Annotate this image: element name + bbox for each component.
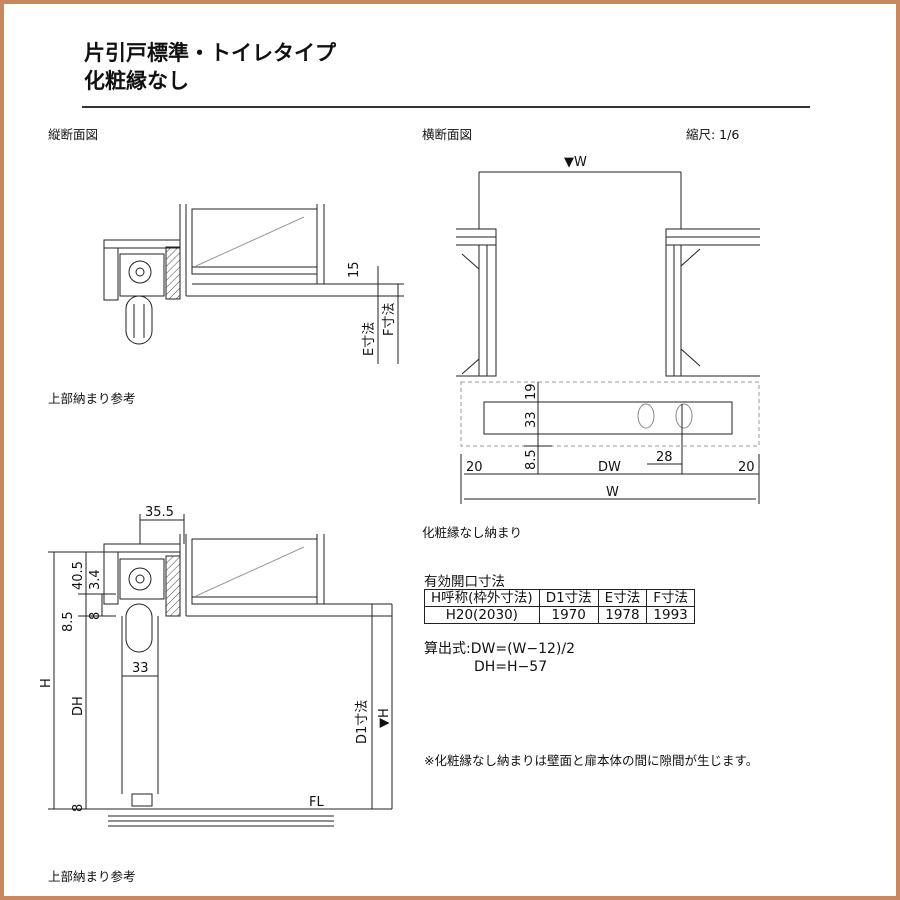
dimension-labels: 15 E寸法 F寸法 ▼W 19 33 8.5 20 DW 28 20 W 35…	[39, 155, 755, 812]
dim-8-5b: 8.5	[61, 611, 76, 632]
vertical-section-label: 縦断面図	[48, 127, 99, 142]
top-detail-label-1: 上部納まり参考	[48, 391, 136, 406]
dim-28: 28	[656, 450, 673, 465]
dim-dw: DW	[598, 460, 621, 475]
spec-header-e: E寸法	[597, 589, 648, 607]
formula-dh: DH=H−57	[474, 659, 548, 675]
dim-20-left: 20	[466, 460, 483, 475]
dim-d1: D1寸法	[355, 700, 370, 744]
vertical-section-top-drawing	[103, 204, 404, 364]
drawing-lines: 15 E寸法 F寸法 ▼W 19 33 8.5 20 DW 28 20 W 35…	[39, 155, 760, 827]
dim-8-5a: 8.5	[524, 449, 539, 470]
dim-8b: 8	[71, 804, 86, 812]
dim-33b: 33	[132, 661, 149, 676]
dim-40-5: 40.5	[71, 561, 86, 590]
dim-w-bottom: W	[606, 485, 619, 500]
dim-dh: DH	[71, 696, 86, 716]
dim-fl: FL	[309, 795, 324, 810]
spec-table: H呼称(枠外寸法) D1寸法 E寸法 F寸法 H20(2030) 1970 19…	[424, 589, 695, 624]
formula-dw: 算出式:DW=(W−12)/2	[424, 641, 576, 657]
spec-table-title: 有効開口寸法	[424, 574, 505, 590]
scale-label: 縮尺: 1/6	[686, 127, 740, 142]
dim-h: H	[39, 678, 54, 688]
spec-header-d1: D1寸法	[538, 589, 599, 607]
horizontal-section-drawing	[456, 171, 760, 504]
dim-15: 15	[347, 261, 362, 278]
spec-cell-h: H20(2030)	[424, 606, 540, 624]
spec-table-row: H20(2030) 1970 1978 1993	[424, 606, 695, 624]
spec-table-header-row: H呼称(枠外寸法) D1寸法 E寸法 F寸法	[424, 589, 695, 607]
dim-8a: 8	[88, 612, 103, 620]
dim-h-mark: ▼H	[377, 708, 392, 728]
top-detail-label-2: 上部納まり参考	[48, 869, 136, 884]
spec-cell-e: 1978	[597, 606, 648, 624]
title-line-2: 化粧縁なし	[84, 69, 189, 93]
dim-e: E寸法	[362, 322, 377, 356]
dim-33a: 33	[524, 411, 539, 428]
dim-19: 19	[524, 383, 539, 400]
spec-cell-d1: 1970	[538, 606, 599, 624]
dim-3-4: 3.4	[88, 569, 103, 590]
gap-note: ※化粧縁なし納まりは壁面と扉本体の間に隙間が生じます。	[424, 753, 759, 768]
dim-35-5: 35.5	[145, 505, 174, 520]
title-line-1: 片引戸標準・トイレタイプ	[84, 41, 336, 65]
vertical-section-full-drawing	[48, 514, 393, 827]
horizontal-caption: 化粧縁なし納まり	[422, 525, 523, 540]
horizontal-section-label: 横断面図	[422, 127, 473, 142]
spec-header-f: F寸法	[646, 589, 695, 607]
spec-cell-f: 1993	[646, 606, 695, 624]
spec-header-h: H呼称(枠外寸法)	[424, 589, 540, 607]
dim-f: F寸法	[382, 303, 397, 336]
title-divider	[82, 106, 810, 108]
dim-20-right: 20	[738, 460, 755, 475]
dim-w-top: ▼W	[564, 155, 587, 170]
